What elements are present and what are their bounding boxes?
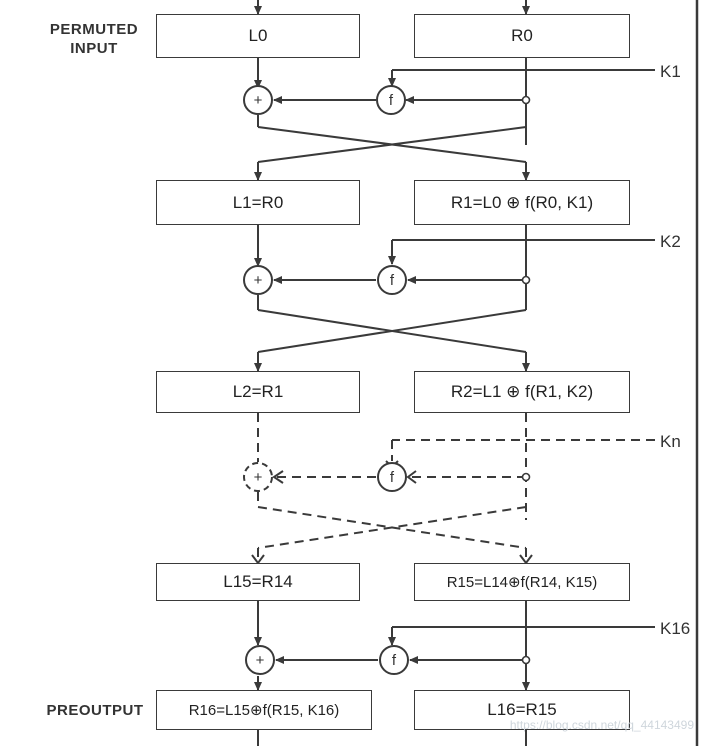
xor-symbol: +: [254, 272, 263, 289]
key-label-k1: K1: [660, 62, 681, 81]
key-label-k2: K2: [660, 232, 681, 251]
preoutput-label: PREOUTPUT: [46, 702, 144, 719]
box-l1: L1=R0: [156, 180, 360, 225]
f-function-symbol: f: [389, 92, 394, 109]
box-r1: R1=L0 ⊕ f(R0, K1): [414, 180, 630, 225]
xor-symbol: +: [254, 469, 263, 486]
box-r2: R2=L1 ⊕ f(R1, K2): [414, 371, 630, 413]
box-l16: L16=R15: [414, 690, 630, 730]
box-r15: R15=L14⊕f(R14, K15): [414, 563, 630, 601]
f-function-symbol: f: [390, 272, 395, 289]
xor-symbol: +: [254, 92, 263, 109]
xor-symbol: +: [256, 652, 265, 669]
box-l2: L2=R1: [156, 371, 360, 413]
box-l0: L0: [156, 14, 360, 58]
f-function-symbol: f: [390, 469, 395, 486]
watermark-text: https://blog.csdn.net/qq_44143499: [509, 718, 694, 732]
f-function-symbol: f: [392, 652, 397, 669]
box-r16: R16=L15⊕f(R15, K16): [156, 690, 372, 730]
key-label-kn: Kn: [660, 432, 681, 451]
key-label-k16: K16: [660, 619, 691, 638]
box-r0: R0: [414, 14, 630, 58]
permuted-input-label: PERMUTED INPUT: [49, 21, 139, 57]
box-l15: L15=R14: [156, 563, 360, 601]
